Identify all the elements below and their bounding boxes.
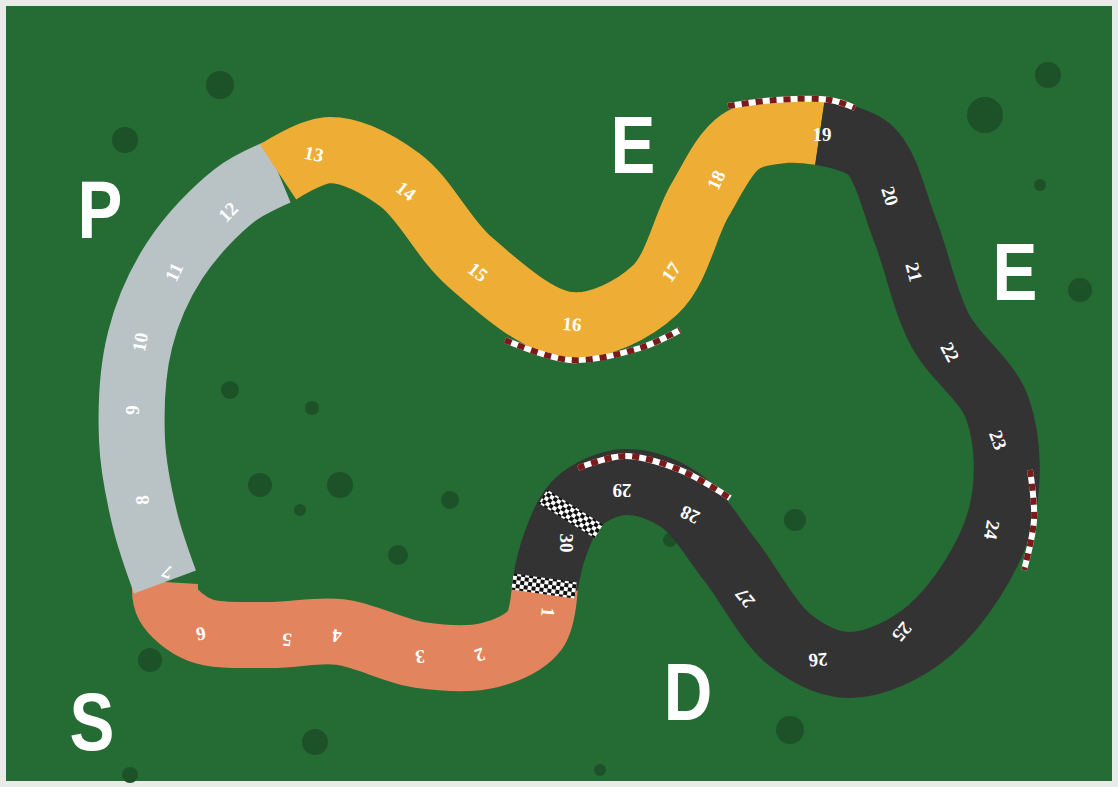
square-number: 19 — [813, 125, 832, 144]
title-letter: E — [611, 104, 656, 186]
square-number: 3 — [414, 647, 425, 667]
kerb — [505, 330, 680, 360]
square-number: 26 — [808, 650, 829, 671]
square-number: 10 — [129, 331, 151, 353]
finish-line — [511, 574, 577, 599]
square-number: 16 — [562, 314, 583, 335]
square-number: 1 — [538, 606, 558, 617]
kerbs — [505, 99, 1034, 570]
start-line — [539, 490, 603, 539]
kerb — [578, 456, 730, 498]
kerb — [505, 330, 680, 360]
square-number: 30 — [557, 534, 576, 553]
square-number: 4 — [331, 626, 342, 646]
track-section — [132, 172, 278, 582]
grass — [6, 6, 1112, 781]
square-number: 9 — [123, 405, 142, 415]
track-section — [165, 582, 545, 658]
square-number: 5 — [281, 630, 292, 650]
square-number: 24 — [981, 519, 1003, 541]
kerb — [1024, 470, 1034, 570]
kerb — [728, 99, 855, 108]
kerb — [578, 456, 730, 498]
track-section — [278, 130, 820, 326]
title-letter: D — [664, 651, 713, 733]
bushes — [112, 62, 1092, 783]
square-number: 8 — [132, 494, 152, 505]
title-letter: E — [993, 231, 1038, 313]
race-track — [132, 130, 1007, 665]
title-letter: S — [70, 681, 115, 763]
square-number: 13 — [303, 143, 326, 166]
square-number: 29 — [613, 481, 632, 500]
track-section — [545, 132, 1007, 665]
kerb — [1024, 470, 1034, 570]
kerb — [728, 99, 855, 108]
title-letter: P — [78, 169, 123, 251]
